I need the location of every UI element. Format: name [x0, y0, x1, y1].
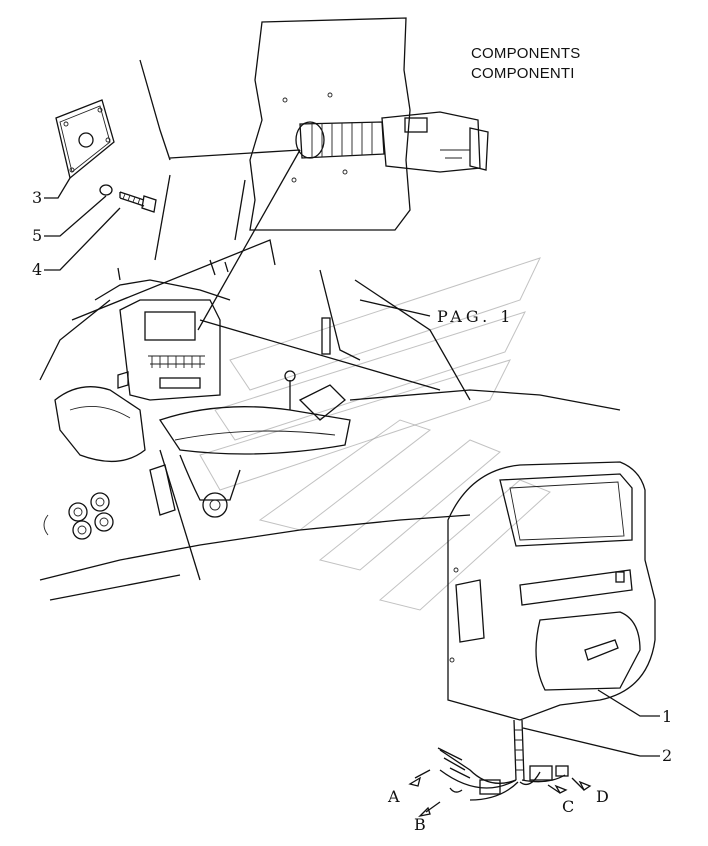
connector-plug	[469, 127, 489, 171]
dashboard-screen	[144, 311, 196, 341]
cover-plate	[55, 99, 115, 180]
callout-2: 2	[662, 746, 672, 765]
diagram-title: COMPONENTS COMPONENTI	[471, 44, 581, 84]
dashboard-panel-item-1	[447, 461, 656, 721]
title-line-english: COMPONENTS	[471, 45, 581, 62]
wall-panel	[249, 17, 411, 231]
wiring-harness-item-2	[408, 719, 592, 818]
cab-interior	[39, 59, 621, 601]
cover-plate-assembly	[55, 99, 157, 213]
harness-sleeve	[299, 121, 385, 159]
callout-5: 5	[32, 226, 42, 245]
title-line-italian: COMPONENTI	[471, 65, 575, 82]
screw	[119, 191, 145, 207]
connector-block-c	[529, 765, 553, 781]
connector-body	[381, 111, 481, 173]
washer	[99, 184, 113, 196]
upper-harness-detail	[249, 17, 489, 231]
page-reference: PAG. 1	[437, 307, 514, 326]
connector-label-b: B	[414, 815, 426, 834]
callout-1: 1	[662, 707, 672, 726]
callout-3: 3	[32, 188, 42, 207]
floor-buttons	[68, 492, 114, 540]
connector-label-d: D	[596, 787, 609, 806]
connector-label-a: A	[387, 787, 400, 806]
dashboard-housing	[119, 299, 221, 401]
seat-cushion	[158, 406, 351, 455]
watermark-logo	[199, 257, 551, 611]
pedal-knob	[202, 492, 228, 518]
callout-4: 4	[32, 260, 42, 279]
connector-label-c: C	[562, 797, 574, 816]
gear-lever-knob	[284, 370, 296, 382]
connector-block-b	[479, 779, 501, 795]
side-armrest	[54, 386, 146, 463]
